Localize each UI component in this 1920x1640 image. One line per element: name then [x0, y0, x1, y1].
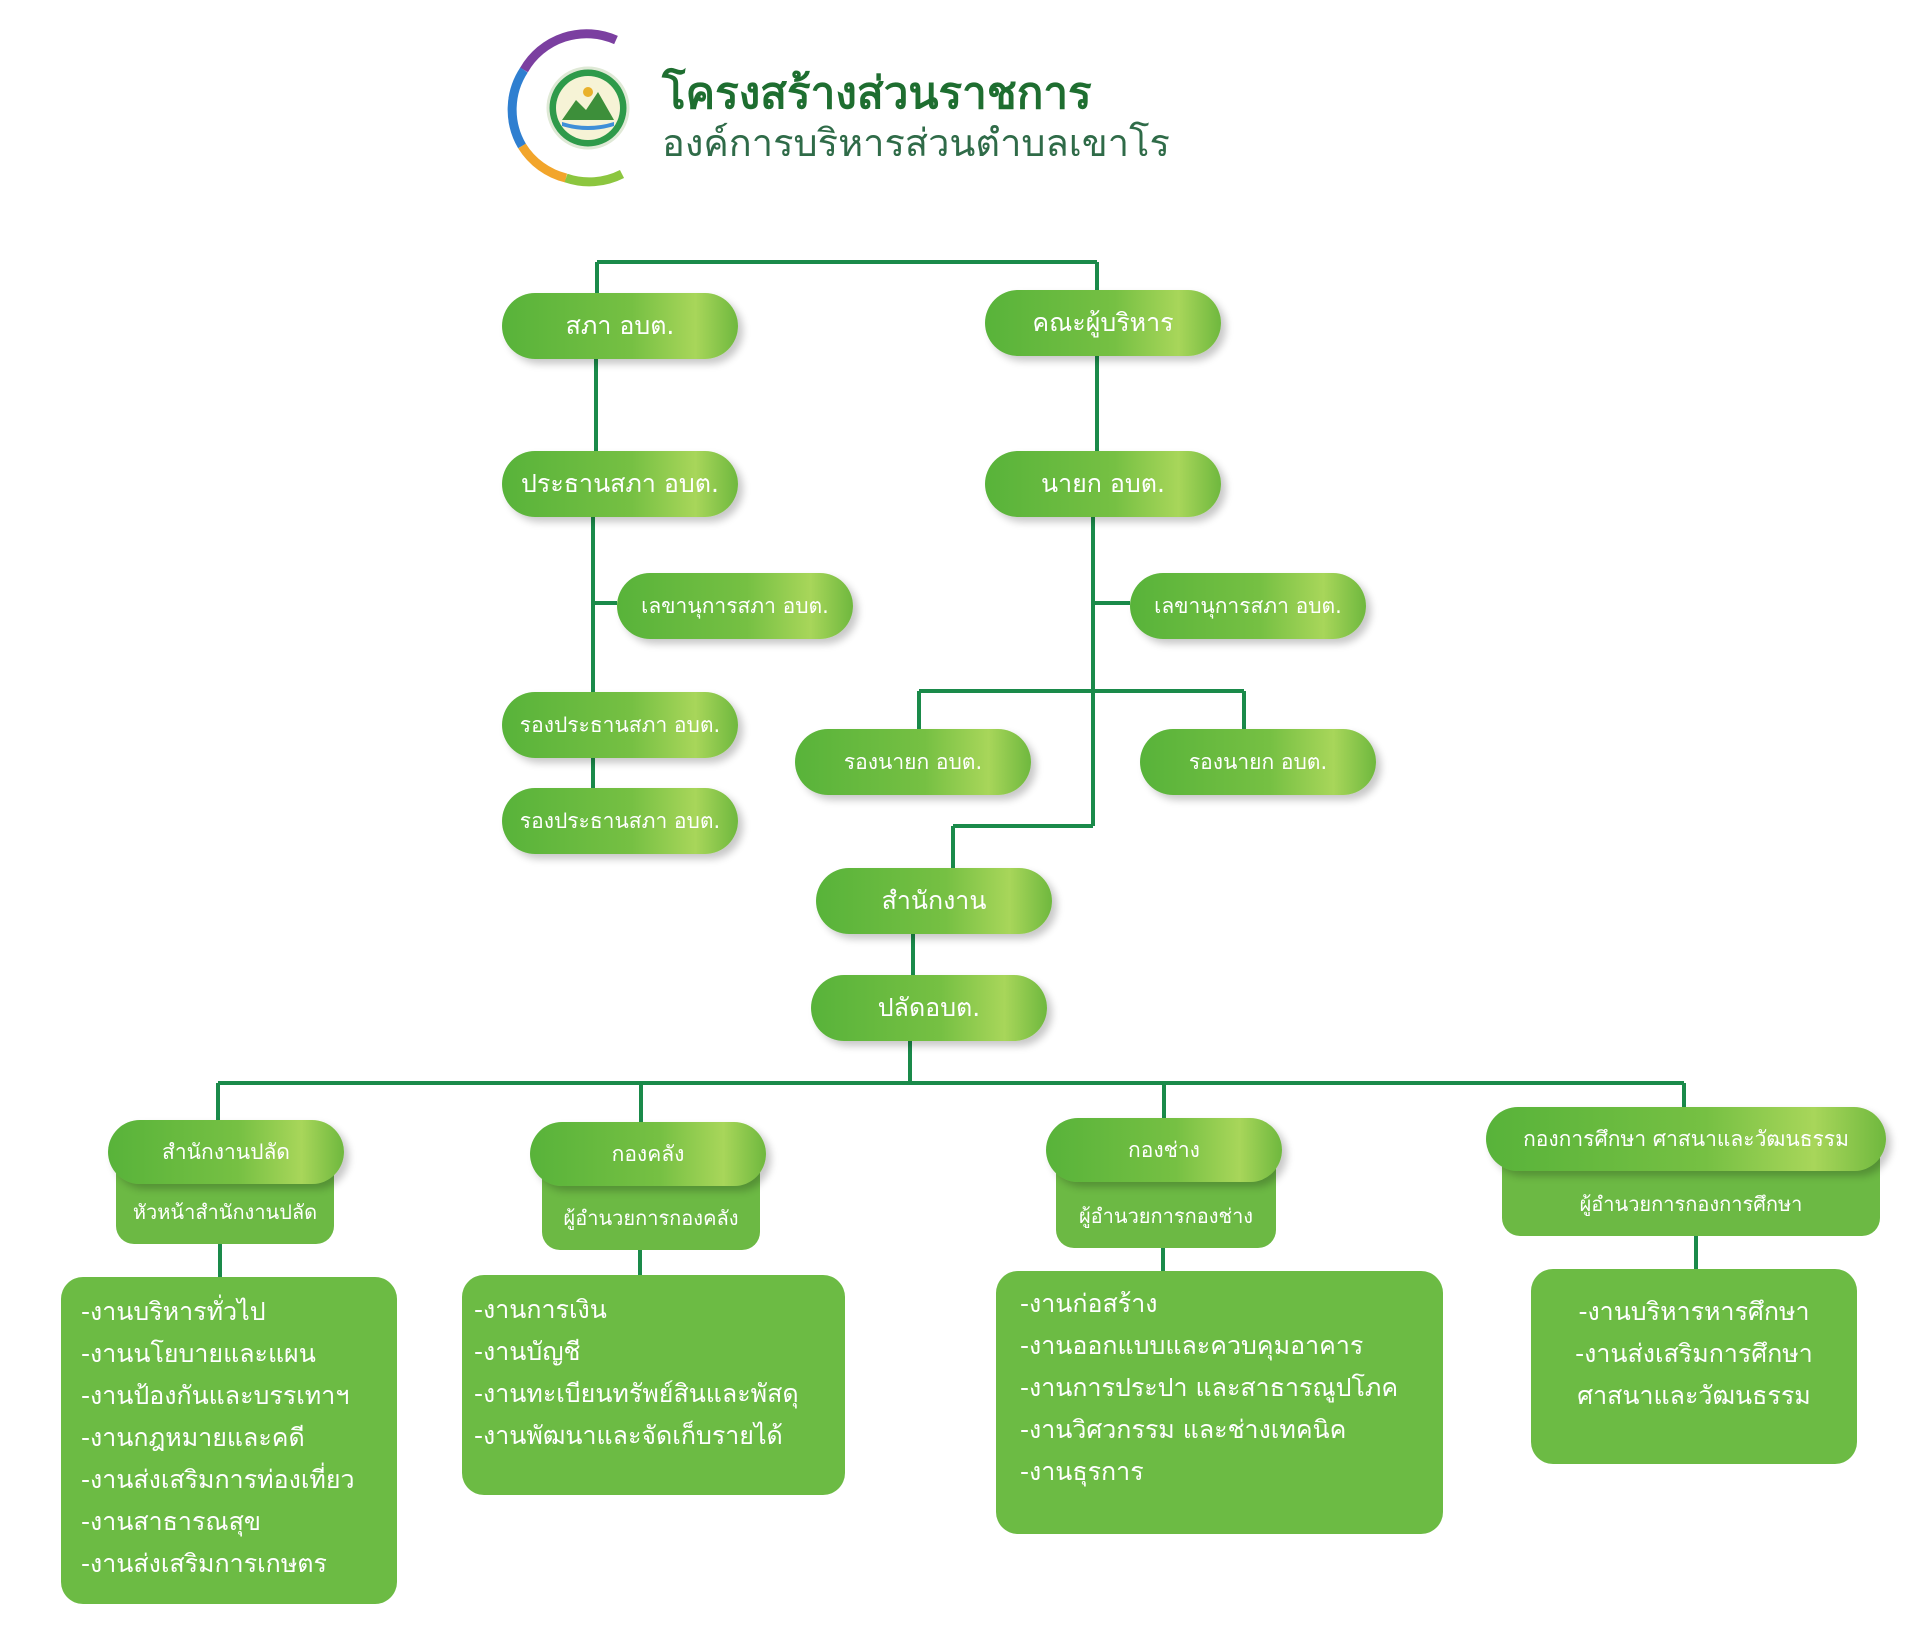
division-tasks-3: -งานก่อสร้าง -งานออกแบบและควบคุมอาคาร -ง…: [996, 1271, 1443, 1534]
node-council-vice-chairman-1: รองประธานสภา อบต.: [502, 692, 738, 758]
task-item: -งานนโยบายและแผน: [81, 1339, 316, 1368]
task-item: -งานธุรการ: [1020, 1457, 1144, 1486]
division-title-4: กองการศึกษา ศาสนาและวัฒนธรรม: [1486, 1107, 1886, 1171]
task-item: -งานวิศวกรรม และช่างเทคนิค: [1020, 1415, 1347, 1444]
task-item: -งานทะเบียนทรัพย์สินและพัสดุ: [474, 1379, 799, 1408]
page-subtitle: องค์การบริหารส่วนตำบลเขาโร: [662, 121, 1170, 165]
task-item: -งานการประปา และสาธารณูปโภค: [1020, 1373, 1399, 1402]
node-office: สำนักงาน: [816, 868, 1052, 934]
task-item: -งานก่อสร้าง: [1020, 1289, 1158, 1318]
task-item: -งานสาธารณสุข: [81, 1507, 261, 1536]
node-executive-board: คณะผู้บริหาร: [985, 290, 1221, 356]
emblem-seal-icon: [507, 29, 658, 187]
division-tasks-2: -งานการเงิน -งานบัญชี -งานทะเบียนทรัพย์ส…: [462, 1275, 845, 1495]
division-head-2: ผู้อำนวยการกองคลัง: [542, 1140, 760, 1250]
task-item: -งานส่งเสริมการศึกษา: [1575, 1339, 1813, 1368]
task-item: -งานส่งเสริมการเกษตร: [81, 1549, 327, 1578]
task-item: -งานการเงิน: [474, 1295, 607, 1324]
division-title-3: กองช่าง: [1046, 1118, 1282, 1182]
task-item: -งานพัฒนาและจัดเก็บรายได้: [474, 1421, 783, 1450]
task-item: -งานกฎหมายและคดี: [81, 1423, 305, 1452]
node-executive-secretary: เลขานุการสภา อบต.: [1130, 573, 1366, 639]
node-deputy-mayor-2: รองนายก อบต.: [1140, 729, 1376, 795]
division-tasks-4: -งานบริหารหารศึกษา -งานส่งเสริมการศึกษา …: [1531, 1269, 1857, 1464]
task-item: -งานบริหารหารศึกษา: [1578, 1297, 1810, 1326]
task-item: ศาสนาและวัฒนธรรม: [1577, 1381, 1811, 1410]
page-title: โครงสร้างส่วนราชการ: [662, 68, 1092, 119]
task-item: -งานป้องกันและบรรเทาฯ: [81, 1381, 350, 1410]
node-council-vice-chairman-2: รองประธานสภา อบต.: [502, 788, 738, 854]
division-title-2: กองคลัง: [530, 1122, 766, 1186]
node-council-chairman: ประธานสภา อบต.: [502, 451, 738, 517]
division-title-1: สำนักงานปลัด: [108, 1120, 344, 1184]
task-item: -งานส่งเสริมการท่องเที่ยว: [81, 1465, 355, 1494]
node-deputy-mayor-1: รองนายก อบต.: [795, 729, 1031, 795]
division-tasks-1: -งานบริหารทั่วไป -งานนโยบายและแผน -งานป้…: [61, 1277, 397, 1604]
node-council-secretary: เลขานุการสภา อบต.: [617, 573, 853, 639]
node-chief-administrator: ปลัดอบต.: [811, 975, 1047, 1041]
task-item: -งานบัญชี: [474, 1337, 581, 1366]
node-council: สภา อบต.: [502, 293, 738, 359]
node-mayor: นายก อบต.: [985, 451, 1221, 517]
task-item: -งานออกแบบและควบคุมอาคาร: [1020, 1331, 1364, 1360]
task-item: -งานบริหารทั่วไป: [81, 1297, 266, 1326]
